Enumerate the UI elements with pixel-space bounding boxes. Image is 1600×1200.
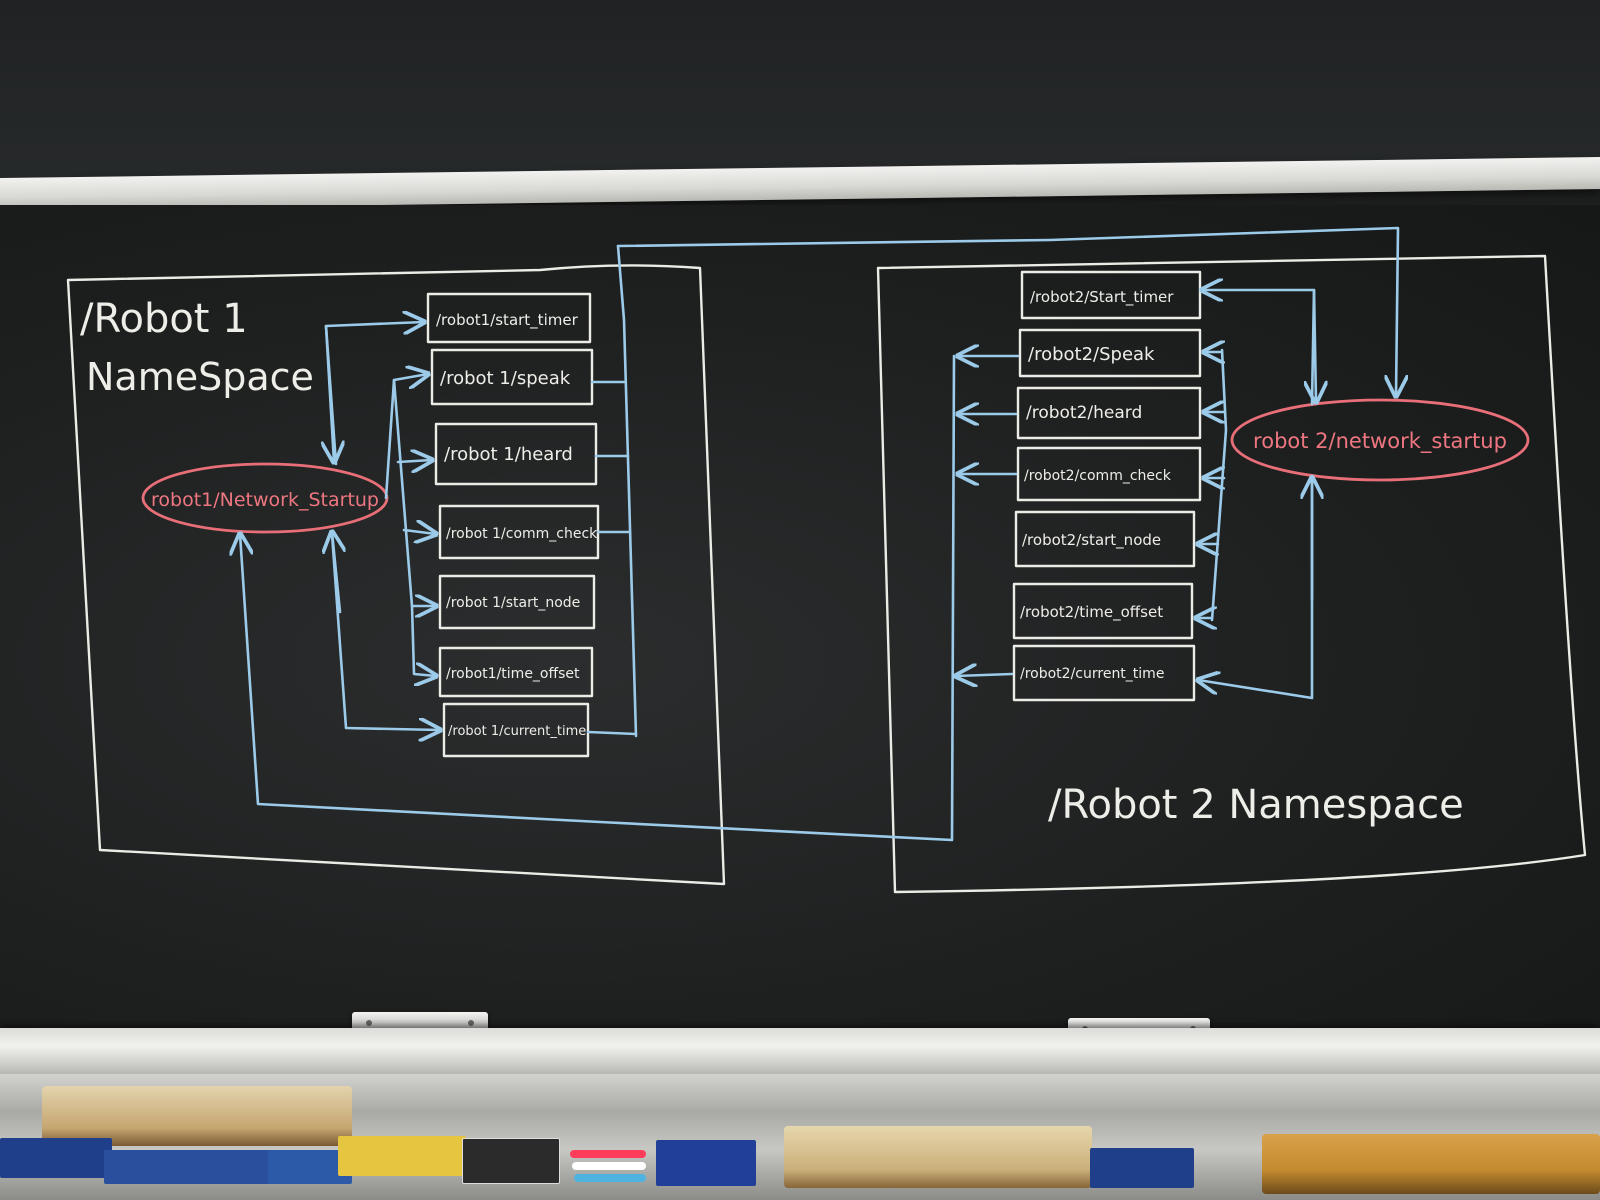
main-chalkboard	[0, 205, 1600, 1035]
topic-label: /robot2/current_time	[1020, 666, 1164, 682]
chalk-stick	[574, 1174, 646, 1182]
robot1-namespace-label-line2: NameSpace	[86, 355, 314, 399]
chalk-box	[0, 1138, 112, 1178]
chalk-box	[338, 1136, 466, 1176]
topic-label: /robot2/Start_timer	[1030, 288, 1174, 307]
topic-box	[1014, 510, 1196, 568]
chalk-box	[1090, 1148, 1194, 1188]
robot1-namespace-label-line1: /Robot 1	[80, 296, 248, 342]
robot1-topic-list: /robot1/start_timer /robot 1/speak /robo…	[426, 292, 600, 758]
robot1-connections	[324, 244, 638, 738]
topic-box	[1016, 446, 1202, 502]
upper-chalkboard	[0, 0, 1600, 190]
robot1-namespace-boundary	[66, 264, 726, 886]
topic-label: /robot 1/heard	[444, 444, 573, 465]
topic-label: /robot1/time_offset	[446, 666, 580, 682]
topic-label: /robot 1/start_node	[446, 595, 580, 611]
connection-arrow	[392, 378, 436, 606]
topic-label: /robot2/heard	[1026, 403, 1142, 423]
connection-arrow	[332, 532, 340, 614]
connection-arrow	[326, 324, 334, 462]
topic-box	[438, 646, 594, 698]
topic-box	[438, 574, 596, 630]
connection-arrow	[402, 530, 436, 534]
eraser	[784, 1126, 1092, 1188]
topic-label: /robot2/Speak	[1028, 344, 1155, 365]
connection-line	[586, 730, 638, 736]
eraser	[1262, 1134, 1600, 1194]
eraser	[42, 1086, 352, 1146]
robot2-inner-bus	[1210, 348, 1228, 622]
chalk-stick	[572, 1162, 646, 1170]
connection-arrow	[410, 604, 436, 676]
connection-arrow	[1202, 290, 1316, 406]
cross-link-robot1-to-robot2	[616, 226, 1398, 396]
connection-arrow	[956, 674, 1014, 676]
topic-label: /robot2/start_node	[1022, 531, 1161, 550]
topic-label: /robot2/comm_check	[1024, 468, 1172, 484]
chalk-box	[462, 1138, 560, 1184]
chalkboard-bottom-frame	[0, 1028, 1600, 1074]
connection-arrow	[384, 374, 428, 500]
topic-label: /robot 1/current_time	[448, 724, 586, 739]
chalk-stick	[570, 1150, 646, 1158]
robot2-network-startup-node	[1230, 398, 1530, 482]
chalk-box	[104, 1150, 274, 1184]
connection-arrow	[1314, 288, 1316, 402]
topic-box	[426, 292, 592, 344]
connection-arrow	[330, 532, 440, 730]
topic-label: /robot2/time_offset	[1020, 603, 1163, 622]
connection-arrow	[324, 322, 424, 466]
topic-box	[1016, 386, 1202, 440]
robot2-namespace-boundary	[876, 254, 1587, 894]
robot2-namespace-label: /Robot 2 Namespace	[1048, 782, 1464, 828]
topic-box	[1018, 328, 1202, 378]
topic-label: /robot1/start_timer	[436, 311, 579, 330]
robot1-network-startup-label: robot1/Network_Startup	[151, 489, 379, 511]
topic-box	[434, 422, 598, 486]
topic-label: /robot 1/comm_check	[446, 526, 598, 542]
topic-box	[1012, 582, 1194, 640]
robot2-network-startup-label: robot 2/network_startup	[1253, 429, 1507, 454]
robot2-topic-list: /robot2/Start_timer /robot2/Speak /robot…	[1012, 270, 1202, 702]
robot2-connections	[956, 288, 1316, 700]
robot1-bus-line	[616, 244, 638, 738]
topic-box	[442, 702, 590, 758]
topic-label: /robot 1/speak	[440, 368, 571, 389]
cross-link-robot2-to-robot1	[240, 354, 956, 842]
chalk-box	[656, 1140, 756, 1186]
connection-arrow	[396, 460, 432, 462]
